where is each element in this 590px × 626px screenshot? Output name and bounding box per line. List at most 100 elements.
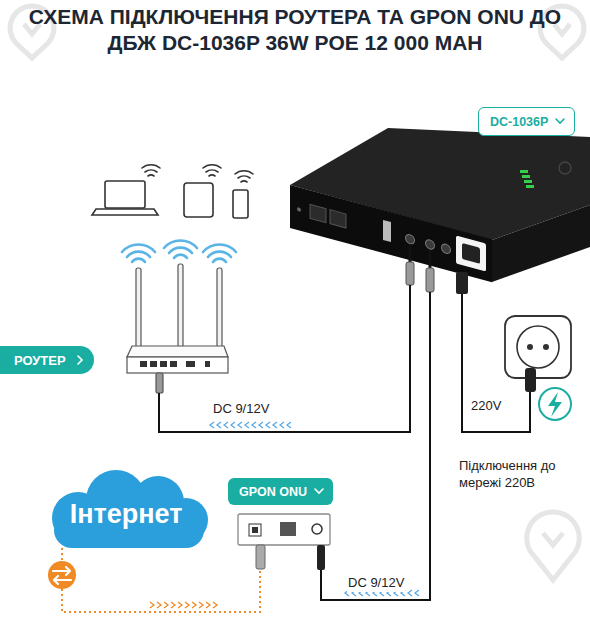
- flow-chevron: [415, 590, 419, 596]
- drawing-part: [524, 180, 532, 183]
- drawing-part: [383, 220, 391, 242]
- client-devices: [92, 181, 248, 218]
- drawing-part: [127, 252, 150, 257]
- cloud-node: Інтернет: [38, 466, 214, 550]
- drawing-part: [178, 264, 183, 348]
- tag-pill: DC-1036P: [478, 107, 575, 136]
- drawing-part: [206, 170, 218, 172]
- drawing-part: [456, 235, 486, 271]
- exchange-icon: [48, 561, 76, 589]
- power-icon: [539, 388, 571, 420]
- flow-chevron: [259, 422, 263, 428]
- drawing-part: [160, 361, 167, 367]
- drawing-part: [426, 268, 434, 292]
- dc-wire: [159, 285, 530, 600]
- drawing-part: [159, 285, 410, 432]
- onu-device: [238, 514, 330, 570]
- drawing-part: [186, 361, 195, 367]
- tag-text: GPON ONU: [239, 485, 307, 501]
- drawing-part: [505, 316, 571, 378]
- drawing-part: [140, 361, 210, 367]
- flow-chevron: [178, 602, 182, 608]
- flow-chevron: [192, 602, 196, 608]
- flow-chevron: [280, 422, 284, 428]
- drawing-part: [321, 292, 430, 600]
- drawing-part: [527, 344, 533, 350]
- drawing-part: [409, 244, 412, 262]
- cloud-fill: [52, 470, 208, 548]
- wall-socket: [505, 316, 571, 392]
- chevron-stroke: [78, 356, 82, 364]
- drawing-part: [290, 185, 492, 282]
- flow-chevrons: [210, 422, 291, 428]
- drawing-part: [520, 170, 528, 173]
- flow-chevron: [273, 422, 277, 428]
- drawing-part: [280, 522, 296, 536]
- cloud-text: Інтернет: [70, 498, 183, 532]
- drawing-part: [539, 388, 571, 420]
- drawing-part: [249, 524, 261, 536]
- drawing-part: [456, 272, 468, 294]
- drawing-part: [205, 361, 210, 367]
- flow-chevron: [157, 602, 161, 608]
- chevron-icon: [75, 355, 85, 365]
- router: [127, 264, 228, 393]
- drawing-part: [203, 245, 236, 252]
- drawing-part: [217, 268, 222, 348]
- wire-label: DC 9/12V: [212, 401, 270, 418]
- drawing-part: [312, 524, 322, 534]
- drawing-part: [122, 245, 155, 252]
- drawing-part: [238, 514, 330, 545]
- drawing-part: [136, 268, 141, 348]
- drawing-part: [525, 368, 536, 392]
- tag-pill: GPON ONU: [228, 478, 333, 505]
- flow-chevron: [252, 422, 256, 428]
- drawing-part: [235, 171, 253, 174]
- chevron-icon: [555, 116, 565, 126]
- drawing-part: [310, 204, 326, 222]
- drawing-part: [213, 259, 226, 262]
- drawing-part: [92, 209, 158, 215]
- drawing-part: [132, 259, 145, 262]
- drawing-part: [462, 294, 530, 432]
- fiber-line: [62, 548, 260, 612]
- drawing-part: [526, 185, 534, 188]
- drawing-part: [429, 250, 432, 268]
- flow-chevron: [206, 602, 210, 608]
- chevron-stroke: [556, 119, 564, 123]
- flow-chevron: [287, 422, 291, 428]
- diagram-title: СХЕМА ПІДКЛЮЧЕННЯ РОУТЕРА ТА GPON ONU ДО…: [20, 4, 570, 56]
- drawing-part: [442, 243, 451, 254]
- flow-chevron: [213, 602, 217, 608]
- drawing-part: [127, 346, 228, 357]
- drawing-part: [174, 255, 187, 258]
- drawing-part: [233, 190, 248, 218]
- drawing-part: [543, 533, 563, 545]
- drawing-part: [492, 205, 590, 282]
- wire-label: 220V: [470, 398, 502, 415]
- chevron-icon: [314, 486, 324, 496]
- drawing-part: [150, 361, 157, 367]
- flow-chevron: [217, 422, 221, 428]
- drawing-part: [170, 361, 177, 367]
- drawing-part: [142, 165, 160, 168]
- drawing-part: [127, 357, 228, 373]
- drawing-part: [559, 162, 571, 174]
- drawing-part: [184, 183, 213, 217]
- wire-label: DC 9/12V: [347, 575, 405, 592]
- drawing-part: [406, 262, 414, 285]
- drawing-part: [148, 174, 154, 177]
- drawing-part: [164, 241, 197, 248]
- flow-chevron: [266, 422, 270, 428]
- drawing-part: [156, 373, 163, 393]
- drawing-part: [209, 174, 215, 177]
- drawing-part: [203, 165, 221, 168]
- tag-text: РОУТЕР: [14, 353, 66, 369]
- flow-chevron: [245, 422, 249, 428]
- chevron-stroke: [315, 489, 323, 493]
- dc-plug: [406, 244, 468, 294]
- drawing-part: [241, 180, 247, 183]
- drawing-part: [520, 170, 534, 188]
- flow-chevrons: [150, 602, 217, 608]
- wire-label: Підключення до мережі 220В: [458, 458, 584, 492]
